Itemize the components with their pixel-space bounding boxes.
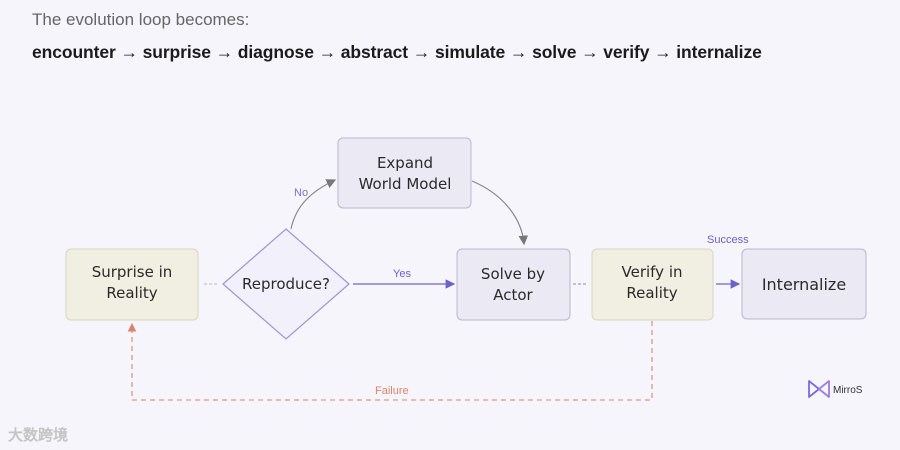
- node-verify-line2: Reality: [626, 284, 677, 302]
- node-surprise-line1: Surprise in: [92, 263, 173, 281]
- edge-label-no: No: [294, 187, 308, 199]
- node-internalize: Internalize: [741, 248, 867, 320]
- node-expand: Expand World Model: [337, 137, 472, 209]
- edge-expand-solve: [471, 180, 529, 246]
- node-verify-line1: Verify in: [622, 263, 683, 281]
- edge-label-yes: Yes: [393, 268, 411, 280]
- node-expand-line2: World Model: [359, 175, 452, 193]
- node-reproduce: Reproduce?: [222, 228, 350, 340]
- node-solve-line1: Solve by: [481, 265, 545, 283]
- edge-failure: [127, 321, 653, 401]
- node-surprise: Surprise in Reality: [65, 248, 199, 321]
- edge-label-failure: Failure: [375, 385, 409, 397]
- node-verify: Verify in Reality: [591, 248, 714, 321]
- node-reproduce-label: Reproduce?: [242, 275, 330, 293]
- mirros-logo-icon: [808, 380, 830, 398]
- mirros-logo: MirroS: [808, 380, 863, 398]
- node-solve-line2: Actor: [493, 286, 533, 304]
- edge-label-success: Success: [707, 234, 749, 246]
- watermark: 大数跨境: [8, 427, 69, 444]
- node-surprise-line2: Reality: [106, 284, 157, 302]
- edge-no: [290, 179, 337, 230]
- intro-text: The evolution loop becomes:: [32, 10, 250, 29]
- node-expand-line1: Expand: [377, 154, 433, 172]
- node-solve: Solve by Actor: [456, 248, 571, 321]
- node-internalize-label: Internalize: [762, 275, 846, 294]
- mirros-logo-text: MirroS: [833, 385, 863, 396]
- evolution-sequence: encounter → surprise → diagnose → abstra…: [32, 42, 762, 62]
